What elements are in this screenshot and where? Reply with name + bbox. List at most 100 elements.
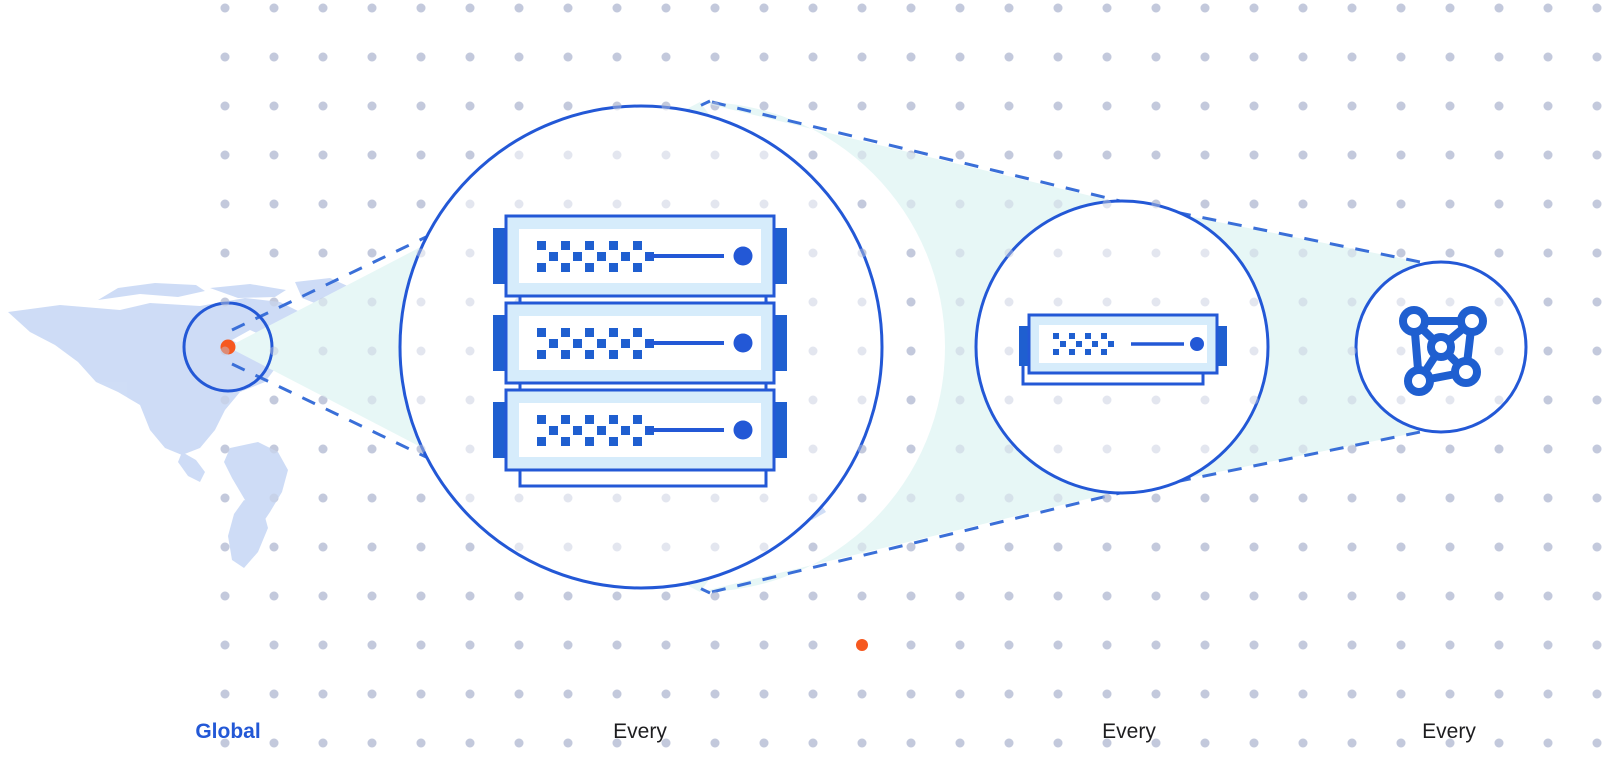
grid-dot [514,101,524,111]
grid-dot [1200,493,1210,503]
grid-dot [1151,689,1161,699]
grid-dot [612,591,622,601]
grid-dot [416,542,426,552]
grid-dot [1396,248,1406,258]
grid-dot-accent [856,639,868,651]
grid-dot [1151,493,1161,503]
grid-dot [220,493,230,503]
grid-dot [367,199,377,209]
grid-dot [1445,689,1455,699]
grid-dot [367,150,377,160]
grid-dot [220,738,230,748]
grid-dot [1151,542,1161,552]
grid-dot [661,689,671,699]
grid-dot [1053,199,1063,209]
grid-dot [367,689,377,699]
grid-dot [220,444,230,454]
grid-dot [563,542,573,552]
grid-dot [514,52,524,62]
grid-dot [1347,738,1357,748]
grid-dot [1102,493,1112,503]
grid-dot [857,444,867,454]
grid-dot [1347,542,1357,552]
grid-dot [1053,248,1063,258]
grid-dot [465,52,475,62]
grid-dot [1200,150,1210,160]
grid-dot [661,3,671,13]
grid-dot [1004,395,1014,405]
grid-dot [1396,395,1406,405]
grid-dot [1543,689,1553,699]
grid-dot [1543,101,1553,111]
grid-dot [955,591,965,601]
grid-dot [1249,591,1259,601]
grid-dot [710,3,720,13]
grid-dot [1298,101,1308,111]
grid-dot [759,52,769,62]
grid-dot [1102,52,1112,62]
grid-dot [857,3,867,13]
grid-dot [612,493,622,503]
grid-dot [220,52,230,62]
grid-dot [318,297,328,307]
grid-dot [710,738,720,748]
grid-dot [1053,738,1063,748]
grid-dot [269,346,279,356]
grid-dot [612,52,622,62]
grid-dot [1151,395,1161,405]
grid-dot [1396,640,1406,650]
grid-dot [1347,199,1357,209]
grid-dot [906,3,916,13]
grid-dot [1592,52,1602,62]
grid-dot [759,52,769,62]
grid-dot [906,591,916,601]
grid-dot [1592,591,1602,601]
grid-dot [1347,689,1357,699]
grid-dot [857,542,867,552]
grid-dot [1004,640,1014,650]
grid-dot [514,3,524,13]
grid-dot [710,3,720,13]
grid-dot [808,738,818,748]
grid-dot [1102,150,1112,160]
grid-dot [465,591,475,601]
grid-dot [1249,101,1259,111]
grid-dot [563,101,573,111]
grid-dot [220,591,230,601]
grid-dot [612,542,622,552]
grid-dot [269,640,279,650]
grid-dot [1543,297,1553,307]
grid-dot [367,52,377,62]
grid-dot [1102,150,1112,160]
grid-dot [1298,640,1308,650]
grid-dot [318,738,328,748]
grid-dot [955,542,965,552]
grid-dot [1053,542,1063,552]
grid-dot [367,199,377,209]
grid-dot [857,395,867,405]
grid-dot [1200,150,1210,160]
grid-dot [1543,199,1553,209]
grid-dot [1445,738,1455,748]
grid-dot [1298,640,1308,650]
grid-dot [1543,493,1553,503]
server-vent-dots [1053,333,1114,355]
grid-dot [1445,150,1455,160]
grid-dot [1200,297,1210,307]
grid-dot [367,591,377,601]
grid-dot [318,591,328,601]
grid-dot [1396,689,1406,699]
grid-dot [1494,248,1504,258]
grid-dot [955,150,965,160]
grid-dot [1592,346,1602,356]
grid-dot [1543,738,1553,748]
grid-dot [710,591,720,601]
grid-dot [612,738,622,748]
grid-dot [220,591,230,601]
grid-dot [1543,395,1553,405]
grid-dot [808,3,818,13]
grid-dot [1053,395,1063,405]
grid-dot [416,395,426,405]
grid-dot [1004,444,1014,454]
grid-dot [1396,248,1406,258]
